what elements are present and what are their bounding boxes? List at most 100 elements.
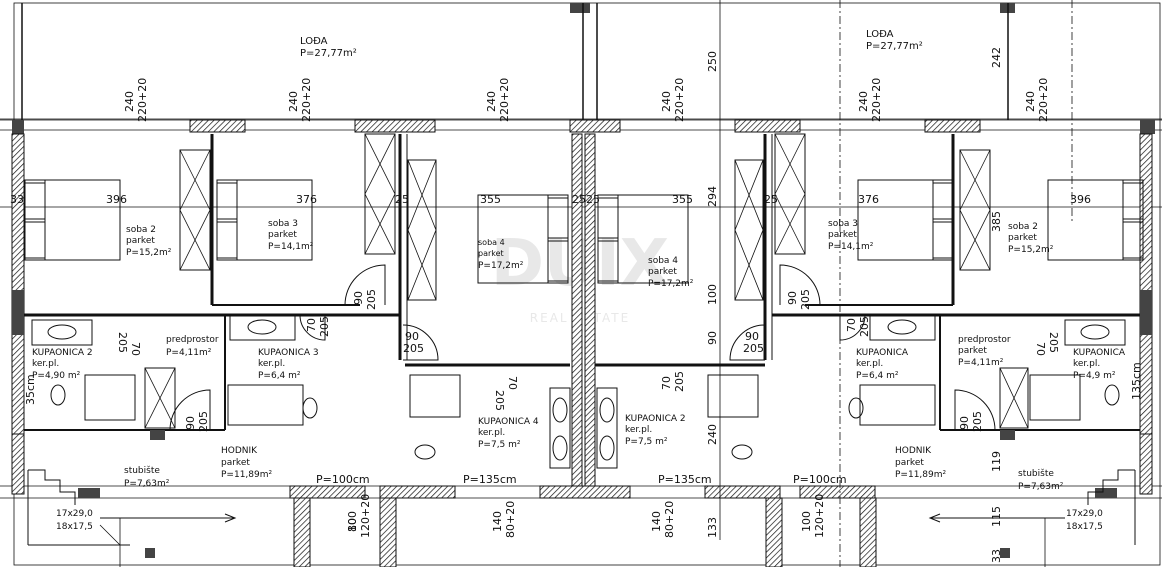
svg-text:205: 205 <box>365 289 378 310</box>
soba4-right-area: P=17,2m² <box>648 279 694 289</box>
hodnik-left-name: HODNIK <box>221 446 258 456</box>
svg-text:220+20: 220+20 <box>870 78 883 122</box>
svg-text:205: 205 <box>743 342 764 355</box>
opening-p100-right: P=100cm <box>793 473 847 486</box>
stubiste-left-step2: 18x17,5 <box>56 522 93 532</box>
svg-text:240: 240 <box>706 424 719 445</box>
svg-text:25: 25 <box>764 193 778 206</box>
kupaonica2-mid-area: P=7,5 m² <box>625 437 668 447</box>
opening-labels: P=100cm P=135cm P=135cm P=100cm <box>316 473 847 486</box>
svg-text:70: 70 <box>129 342 142 356</box>
soba3-right-area: P=14,1m² <box>828 242 874 252</box>
svg-text:205: 205 <box>116 332 129 353</box>
dimension-labels: 240 220+20 240 220+20 240 220+20 240 220… <box>10 47 1143 563</box>
soba2-right-area: P=15,2m² <box>1008 245 1054 255</box>
svg-text:33: 33 <box>990 549 1003 563</box>
svg-text:120+20: 120+20 <box>359 494 372 538</box>
soba4-right-floor: parket <box>648 267 677 277</box>
kupaonica2-left-floor: ker.pl. <box>32 359 59 369</box>
svg-text:355: 355 <box>480 193 501 206</box>
kupaonica2-left-name: KUPAONICA 2 <box>32 348 93 358</box>
svg-text:120+20: 120+20 <box>813 494 826 538</box>
partitions <box>24 134 1140 431</box>
svg-text:90: 90 <box>786 291 799 305</box>
svg-text:250: 250 <box>706 51 719 72</box>
soba4-right-name: soba 4 <box>648 256 678 266</box>
svg-text:80+20: 80+20 <box>663 501 676 538</box>
svg-text:135cm: 135cm <box>1130 362 1143 400</box>
svg-text:220+20: 220+20 <box>136 78 149 122</box>
soba2-right-floor: parket <box>1008 233 1037 243</box>
svg-text:70: 70 <box>845 318 858 332</box>
svg-text:140: 140 <box>491 511 504 532</box>
svg-text:205: 205 <box>197 411 210 432</box>
stubiste-right-step2: 18x17,5 <box>1066 522 1103 532</box>
svg-text:240: 240 <box>660 91 673 112</box>
soba2-right-name: soba 2 <box>1008 222 1038 232</box>
svg-text:2525: 2525 <box>572 193 600 206</box>
kupaonica-far-right-area: P=4,9 m² <box>1073 371 1116 381</box>
soba3-left-floor: parket <box>268 230 297 240</box>
soba2-left-area: P=15,2m² <box>126 248 172 258</box>
svg-text:220+20: 220+20 <box>673 78 686 122</box>
svg-text:100: 100 <box>706 284 719 305</box>
soba2-left-floor: parket <box>126 236 155 246</box>
soba3-left-name: soba 3 <box>268 219 298 229</box>
svg-text:396: 396 <box>1070 193 1091 206</box>
svg-text:119: 119 <box>990 451 1003 472</box>
svg-text:205: 205 <box>1047 332 1060 353</box>
kupaonica2-mid-name: KUPAONICA 2 <box>625 414 686 424</box>
svg-text:240: 240 <box>485 91 498 112</box>
predprostor-left-name: predprostor <box>166 335 219 345</box>
stubiste-right-area: P=7,63m² <box>1018 482 1064 492</box>
stubiste-right-name: stubište <box>1018 468 1054 479</box>
soba4-left-name: soba 4 <box>478 238 505 247</box>
svg-text:385: 385 <box>990 211 1003 232</box>
beds <box>24 179 1144 284</box>
stairs-right <box>928 469 1136 567</box>
kupaonica2-left-area: P=4,90 m² <box>32 371 81 381</box>
hodnik-left-area: P=11,89m² <box>221 470 273 480</box>
svg-text:396: 396 <box>106 193 127 206</box>
svg-text:25: 25 <box>395 193 409 206</box>
svg-text:240: 240 <box>1024 91 1037 112</box>
svg-text:100: 100 <box>800 511 813 532</box>
svg-text:220+20: 220+20 <box>1037 78 1050 122</box>
side-walls <box>11 133 1153 495</box>
svg-text:70: 70 <box>1034 342 1047 356</box>
svg-text:33: 33 <box>10 193 24 206</box>
svg-text:90: 90 <box>352 291 365 305</box>
soba3-left-area: P=14,1m² <box>268 242 314 252</box>
soba4-left-floor: parket <box>478 249 504 258</box>
svg-text:140: 140 <box>650 511 663 532</box>
stubiste-left-area: P=7,63m² <box>124 479 170 489</box>
opening-p135-right: P=135cm <box>658 473 712 486</box>
kupaonica-far-right-floor: ker.pl. <box>1073 359 1100 369</box>
svg-text:242: 242 <box>990 47 1003 68</box>
predprostor-right-area: P=4,11m² <box>958 358 1004 368</box>
opening-p100-left: P=100cm <box>316 473 370 486</box>
door-swings <box>169 264 996 431</box>
loggia-walls <box>21 3 1015 120</box>
svg-text:376: 376 <box>858 193 879 206</box>
kupaonica2-mid-floor: ker.pl. <box>625 425 652 435</box>
svg-text:240: 240 <box>287 91 300 112</box>
kupaonica3-left-area: P=6,4 m² <box>258 371 301 381</box>
opening-p135-left: P=135cm <box>463 473 517 486</box>
kupaonica3-left-floor: ker.pl. <box>258 359 285 369</box>
stubiste-right-step1: 17x29,0 <box>1066 509 1103 519</box>
predprostor-right-name: predprostor <box>958 335 1011 345</box>
kupaonica-right-floor: ker.pl. <box>856 359 883 369</box>
svg-text:240: 240 <box>123 91 136 112</box>
kupaonica4-area: P=7,5 m² <box>478 440 521 450</box>
svg-text:205: 205 <box>673 371 686 392</box>
svg-text:355: 355 <box>672 193 693 206</box>
svg-text:90: 90 <box>958 416 971 430</box>
facade-wall-top <box>12 119 1155 134</box>
svg-text:376: 376 <box>296 193 317 206</box>
svg-text:294: 294 <box>706 186 719 207</box>
svg-text:100: 100 <box>346 511 359 532</box>
kupaonica-right-name: KUPAONICA <box>856 348 909 358</box>
